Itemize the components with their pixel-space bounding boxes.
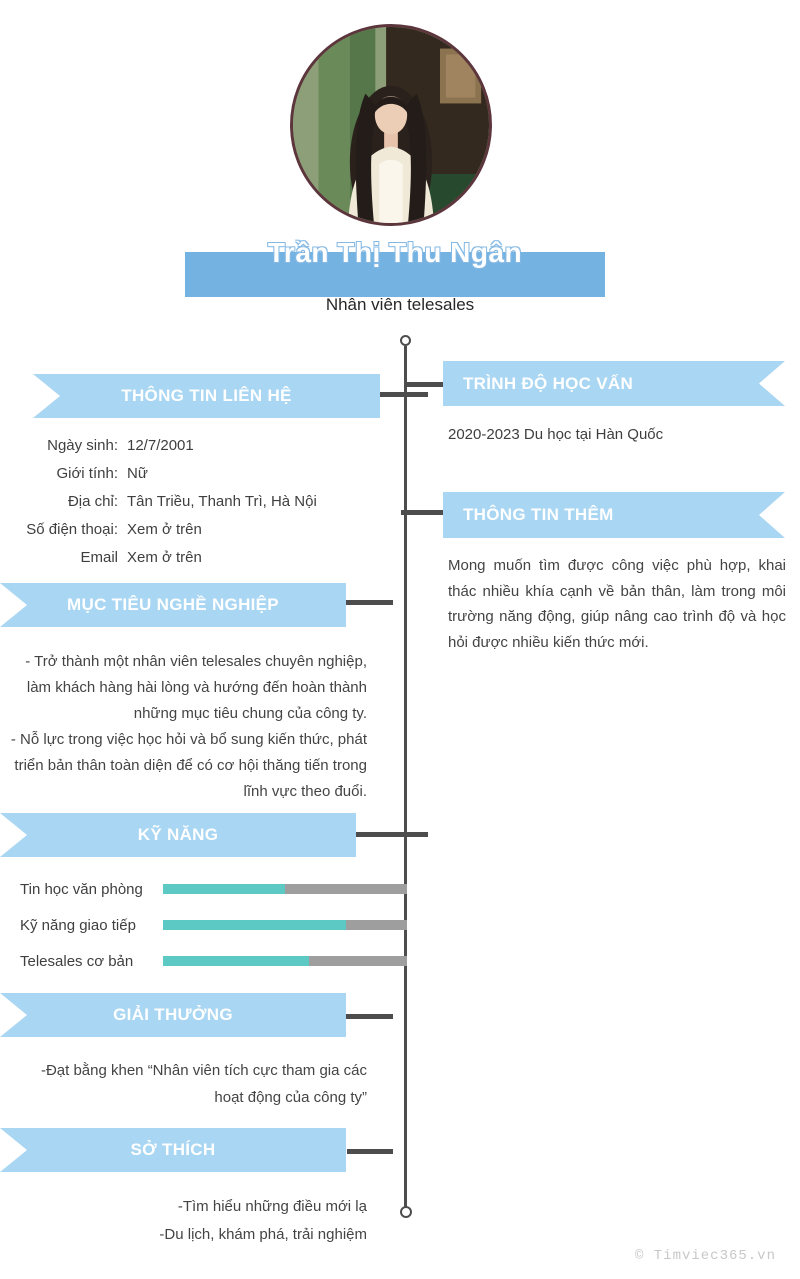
connector-objective	[346, 600, 393, 605]
contact-row: Ngày sinh: 12/7/2001	[0, 437, 382, 454]
contact-value: Tân Triều, Thanh Trì, Hà Nội	[127, 493, 317, 510]
skill-row: Kỹ năng giao tiếp	[0, 907, 430, 943]
profile-photo-illustration	[293, 27, 489, 223]
contact-info-list: Ngày sinh: 12/7/2001 Giới tính: Nữ Địa c…	[0, 437, 382, 577]
hobby-line: -Du lịch, khám phá, trải nghiệm	[159, 1226, 367, 1243]
skill-bar	[163, 956, 407, 966]
skill-bar-fill	[163, 956, 310, 966]
contact-label: Ngày sinh:	[47, 437, 118, 454]
section-heading-objective: MỤC TIÊU NGHỀ NGHIỆP	[0, 583, 346, 627]
skill-row: Tin học văn phòng	[0, 871, 430, 907]
skill-label: Telesales cơ bản	[20, 952, 134, 970]
contact-row: Email Xem ở trên	[0, 549, 382, 566]
awards-text: -Đạt bằng khen “Nhân viên tích cực tham …	[20, 1057, 367, 1111]
contact-label: Địa chỉ:	[67, 493, 118, 510]
skill-label: Kỹ năng giao tiếp	[20, 916, 136, 934]
timeline-top-circle	[400, 335, 411, 346]
contact-label: Email	[80, 549, 118, 566]
contact-row: Số điện thoại: Xem ở trên	[0, 521, 382, 538]
contact-label: Số điện thoại:	[26, 521, 118, 538]
contact-value: Nữ	[127, 465, 148, 482]
contact-row: Giới tính: Nữ	[0, 465, 382, 482]
skill-bar	[163, 884, 407, 894]
award-line: -Đạt bằng khen “Nhân viên tích cực tham …	[40, 1062, 367, 1106]
skill-label: Tin học văn phòng	[20, 880, 143, 898]
section-heading-hobbies: SỞ THÍCH	[0, 1128, 346, 1172]
section-heading-awards: GIẢI THƯỞNG	[0, 993, 346, 1037]
contact-value: 12/7/2001	[127, 437, 194, 454]
candidate-name: Trần Thị Thu Ngân	[267, 237, 523, 268]
section-heading-skills: KỸ NĂNG	[0, 813, 356, 857]
job-title: Nhân viên telesales	[325, 295, 475, 314]
name-banner: Trần Thị Thu Ngân	[185, 237, 605, 297]
education-entry: 2020-2023 Du học tại Hàn Quốc	[448, 426, 664, 443]
section-heading-education: TRÌNH ĐỘ HỌC VẤN	[443, 361, 785, 406]
contact-label: Giới tính:	[56, 465, 118, 482]
section-heading-contact: THÔNG TIN LIÊN HỆ	[33, 374, 380, 418]
watermark: © Timviec365.vn	[634, 1248, 776, 1264]
objective-paragraph: - Nỗ lực trong việc học hỏi và bổ sung k…	[10, 731, 367, 800]
timeline-bottom-circle	[400, 1206, 412, 1218]
skill-bar	[163, 920, 407, 930]
timeline-line	[404, 346, 407, 1207]
objective-paragraph: - Trở thành một nhân viên telesales chuy…	[25, 653, 367, 722]
skill-bar-fill	[163, 920, 346, 930]
connector-awards	[346, 1014, 393, 1019]
hobbies-text: -Tìm hiểu những điều mới lạ -Du lịch, kh…	[20, 1193, 367, 1249]
contact-value: Xem ở trên	[127, 521, 202, 538]
additional-info-text: Mong muốn tìm được công việc phù hợp, kh…	[448, 557, 786, 651]
contact-value: Xem ở trên	[127, 549, 202, 566]
objective-text: - Trở thành một nhân viên telesales chuy…	[5, 649, 367, 805]
connector-education	[405, 382, 443, 387]
connector-additional-info	[401, 510, 443, 515]
skill-row: Telesales cơ bản	[0, 943, 430, 979]
connector-contact	[380, 392, 428, 397]
skills-list: Tin học văn phòng Kỹ năng giao tiếp Tele…	[0, 871, 430, 979]
contact-row: Địa chỉ: Tân Triều, Thanh Trì, Hà Nội	[0, 493, 382, 510]
connector-hobbies	[347, 1149, 393, 1154]
section-heading-additional-info: THÔNG TIN THÊM	[443, 492, 785, 538]
profile-photo	[290, 24, 492, 226]
hobby-line: -Tìm hiểu những điều mới lạ	[177, 1198, 367, 1215]
skill-bar-fill	[163, 884, 285, 894]
connector-skills	[356, 832, 428, 837]
